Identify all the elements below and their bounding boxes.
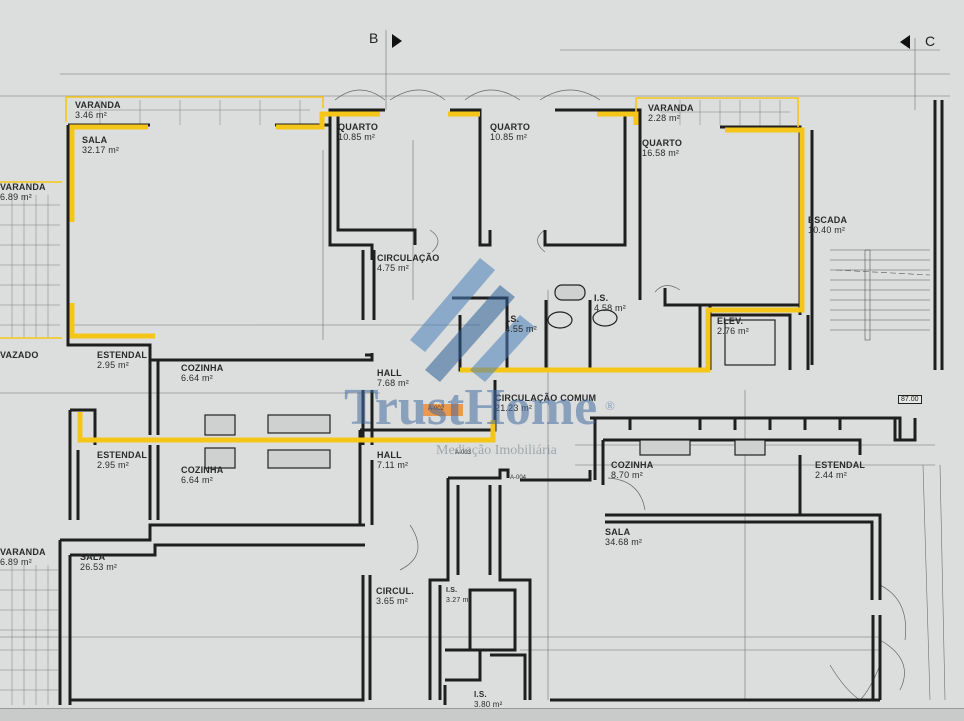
walls: [58, 100, 944, 705]
axis-label-b: B: [369, 30, 379, 46]
watermark-registered-mark: ®: [605, 398, 615, 413]
elevation-tag: 87.00: [898, 395, 922, 404]
unit-highlight: [69, 111, 805, 443]
door-tag: A-003: [455, 450, 472, 456]
room-label: I.S.4.58 m²: [594, 293, 626, 313]
room-label: I.S.3.80 m²: [474, 690, 503, 709]
highlight-door-tag: [423, 404, 463, 416]
door-tag: A-004: [510, 475, 527, 481]
room-label: I.S.4.55 m²: [505, 314, 537, 334]
watermark-tagline: Mediação Imobiliária: [436, 443, 557, 458]
door-swings: [334, 89, 907, 701]
kitchen-fixtures: [204, 284, 776, 469]
door-tag: A-002: [428, 406, 445, 412]
room-label: VAZADO: [0, 350, 39, 360]
watermark-brand: TrustHome: [344, 379, 598, 436]
axis-label-c: C: [925, 33, 936, 49]
paper-bottom-edge: [0, 708, 964, 721]
room-label: I.S.3.27 m²: [446, 587, 472, 604]
watermark-logo-mark: [410, 258, 535, 382]
balcony-highlight: [0, 96, 799, 339]
room-label: CIRCUL.3.65 m²: [376, 586, 414, 606]
stair-treads: [830, 249, 931, 341]
balcony-grid: [0, 100, 790, 705]
axis-markers: [392, 34, 910, 49]
room-label: ELEV.2.76 m²: [717, 316, 749, 336]
